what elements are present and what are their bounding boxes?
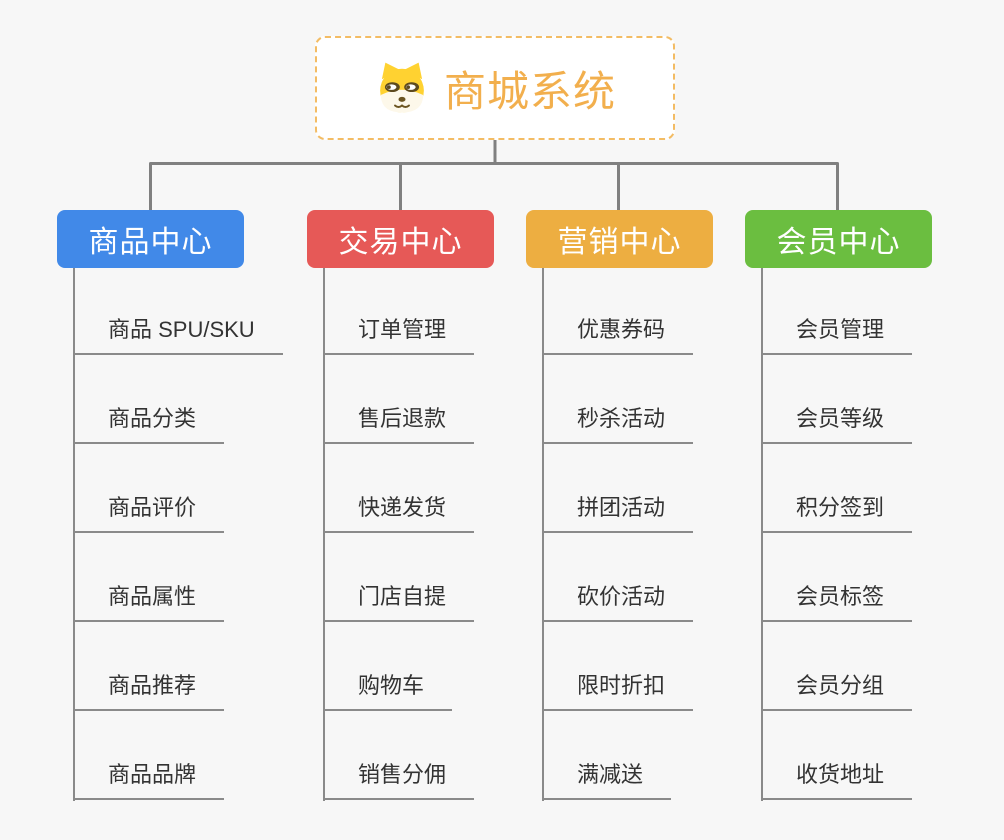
leaf-topic[interactable]: 会员分组: [761, 668, 913, 711]
branch-label: 交易中心: [338, 226, 463, 259]
leaf-topic[interactable]: 会员等级: [761, 401, 913, 444]
branch-spine: [542, 268, 544, 801]
branch-trade-center[interactable]: 交易中心: [307, 210, 494, 268]
leaf-topic[interactable]: 快递发货: [323, 490, 475, 533]
leaf-topic[interactable]: 商品品牌: [73, 757, 225, 800]
leaf-topic[interactable]: 优惠券码: [542, 312, 694, 355]
branch-label: 营销中心: [557, 226, 682, 259]
leaf-topic[interactable]: 砍价活动: [542, 579, 694, 622]
leaf-topic[interactable]: 售后退款: [323, 401, 475, 444]
leaf-topic[interactable]: 门店自提: [323, 579, 475, 622]
leaf-topic[interactable]: 销售分佣: [323, 757, 475, 800]
root-topic-label: 商城系统: [443, 67, 616, 115]
leaf-topic[interactable]: 商品 SPU/SKU: [73, 312, 283, 355]
leaf-topic[interactable]: 积分签到: [761, 490, 913, 533]
doge-icon: [374, 60, 430, 116]
leaf-topic[interactable]: 会员标签: [761, 579, 913, 622]
leaf-column-marketing: 优惠券码 秒杀活动 拼团活动 砍价活动 限时折扣 满减送: [542, 266, 694, 800]
leaf-topic[interactable]: 拼团活动: [542, 490, 694, 533]
branch-label: 会员中心: [776, 226, 901, 259]
branch-spine: [323, 268, 325, 801]
leaf-topic[interactable]: 商品评价: [73, 490, 225, 533]
leaf-topic[interactable]: 满减送: [542, 757, 672, 800]
leaf-topic[interactable]: 商品推荐: [73, 668, 225, 711]
leaf-topic[interactable]: 订单管理: [323, 312, 475, 355]
leaf-topic[interactable]: 商品属性: [73, 579, 225, 622]
leaf-column-member: 会员管理 会员等级 积分签到 会员标签 会员分组 收货地址: [761, 266, 913, 800]
root-topic[interactable]: 商城系统: [315, 36, 675, 140]
branch-member-center[interactable]: 会员中心: [745, 210, 932, 268]
leaf-column-trade: 订单管理 售后退款 快递发货 门店自提 购物车 销售分佣: [323, 266, 475, 800]
leaf-topic[interactable]: 限时折扣: [542, 668, 694, 711]
branch-product-center[interactable]: 商品中心: [57, 210, 244, 268]
branch-label: 商品中心: [88, 226, 213, 259]
leaf-topic[interactable]: 商品分类: [73, 401, 225, 444]
leaf-topic[interactable]: 会员管理: [761, 312, 913, 355]
branch-marketing-center[interactable]: 营销中心: [526, 210, 713, 268]
leaf-column-product: 商品 SPU/SKU 商品分类 商品评价 商品属性 商品推荐 商品品牌: [73, 266, 283, 800]
leaf-topic[interactable]: 收货地址: [761, 757, 913, 800]
leaf-topic[interactable]: 购物车: [323, 668, 453, 711]
leaf-topic[interactable]: 秒杀活动: [542, 401, 694, 444]
branch-spine: [761, 268, 763, 801]
branch-spine: [73, 268, 75, 801]
